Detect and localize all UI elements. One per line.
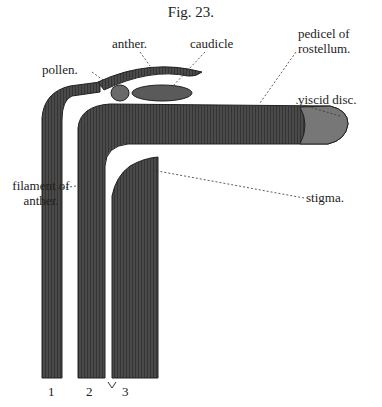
part-label: pedicel of rostellum. — [298, 26, 378, 56]
figure-title: Fig. 23. — [0, 4, 382, 21]
rostellum-column — [78, 104, 348, 378]
callout-number: 3 — [122, 384, 129, 399]
callout-number: 1 — [48, 384, 55, 399]
leader-lines — [48, 52, 340, 198]
stigma-column — [112, 157, 158, 378]
separator-mark — [108, 382, 116, 388]
part-label: viscid disc. — [298, 92, 357, 107]
part-label: stigma. — [306, 190, 344, 205]
part-label: caudicle — [190, 36, 233, 51]
callout-number: 2 — [86, 384, 93, 399]
caudicle — [132, 85, 192, 101]
pollen-mass — [111, 85, 129, 101]
part-label: anther. — [112, 36, 147, 51]
part-label: pollen. — [42, 62, 78, 77]
viscid-disc — [300, 106, 348, 144]
part-label: filament of anther. — [4, 178, 78, 208]
